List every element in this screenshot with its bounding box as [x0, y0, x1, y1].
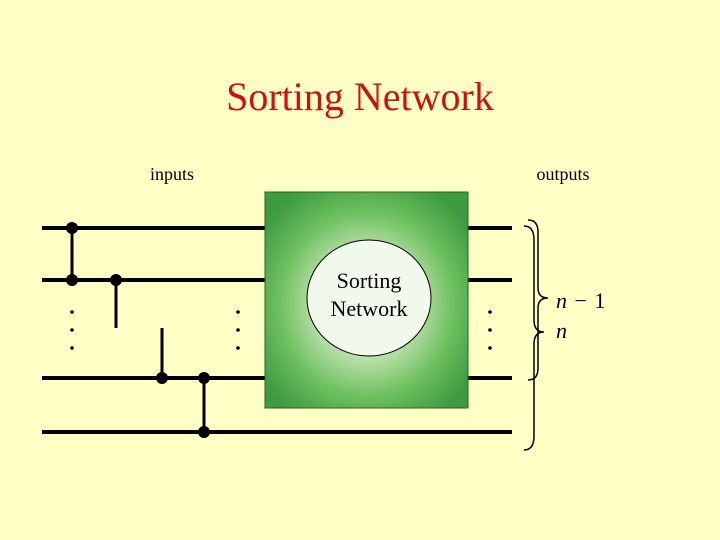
wires [42, 226, 512, 434]
label-n: n [556, 318, 567, 343]
comparators [66, 222, 210, 438]
diagram-title: Sorting Network [226, 74, 494, 119]
ellipsis-right [488, 310, 492, 350]
comparator-3-dot [156, 372, 168, 384]
comparator-1-bottom-dot [66, 274, 78, 286]
inputs-label: inputs [150, 164, 194, 184]
comparator-2-dot [110, 274, 122, 286]
label-n-minus-1-op: − [575, 288, 587, 313]
label-n-minus-1-num: 1 [594, 288, 605, 313]
box-label-line1: Sorting [337, 268, 402, 293]
brace-n-icon [523, 225, 545, 451]
brace-n-minus-1-icon [527, 219, 549, 381]
ellipsis-middle [236, 310, 240, 350]
outputs-label: outputs [536, 164, 589, 184]
comparator-1-top-dot [66, 222, 78, 234]
ellipsis-left [70, 310, 74, 350]
comparator-4-bottom-dot [198, 426, 210, 438]
label-n-minus-1-var: n [556, 288, 567, 313]
sorting-network-box-highlight [306, 239, 432, 357]
box-label-line2: Network [331, 296, 408, 321]
label-n-minus-1: n − 1 [556, 288, 605, 313]
comparator-4-top-dot [198, 372, 210, 384]
